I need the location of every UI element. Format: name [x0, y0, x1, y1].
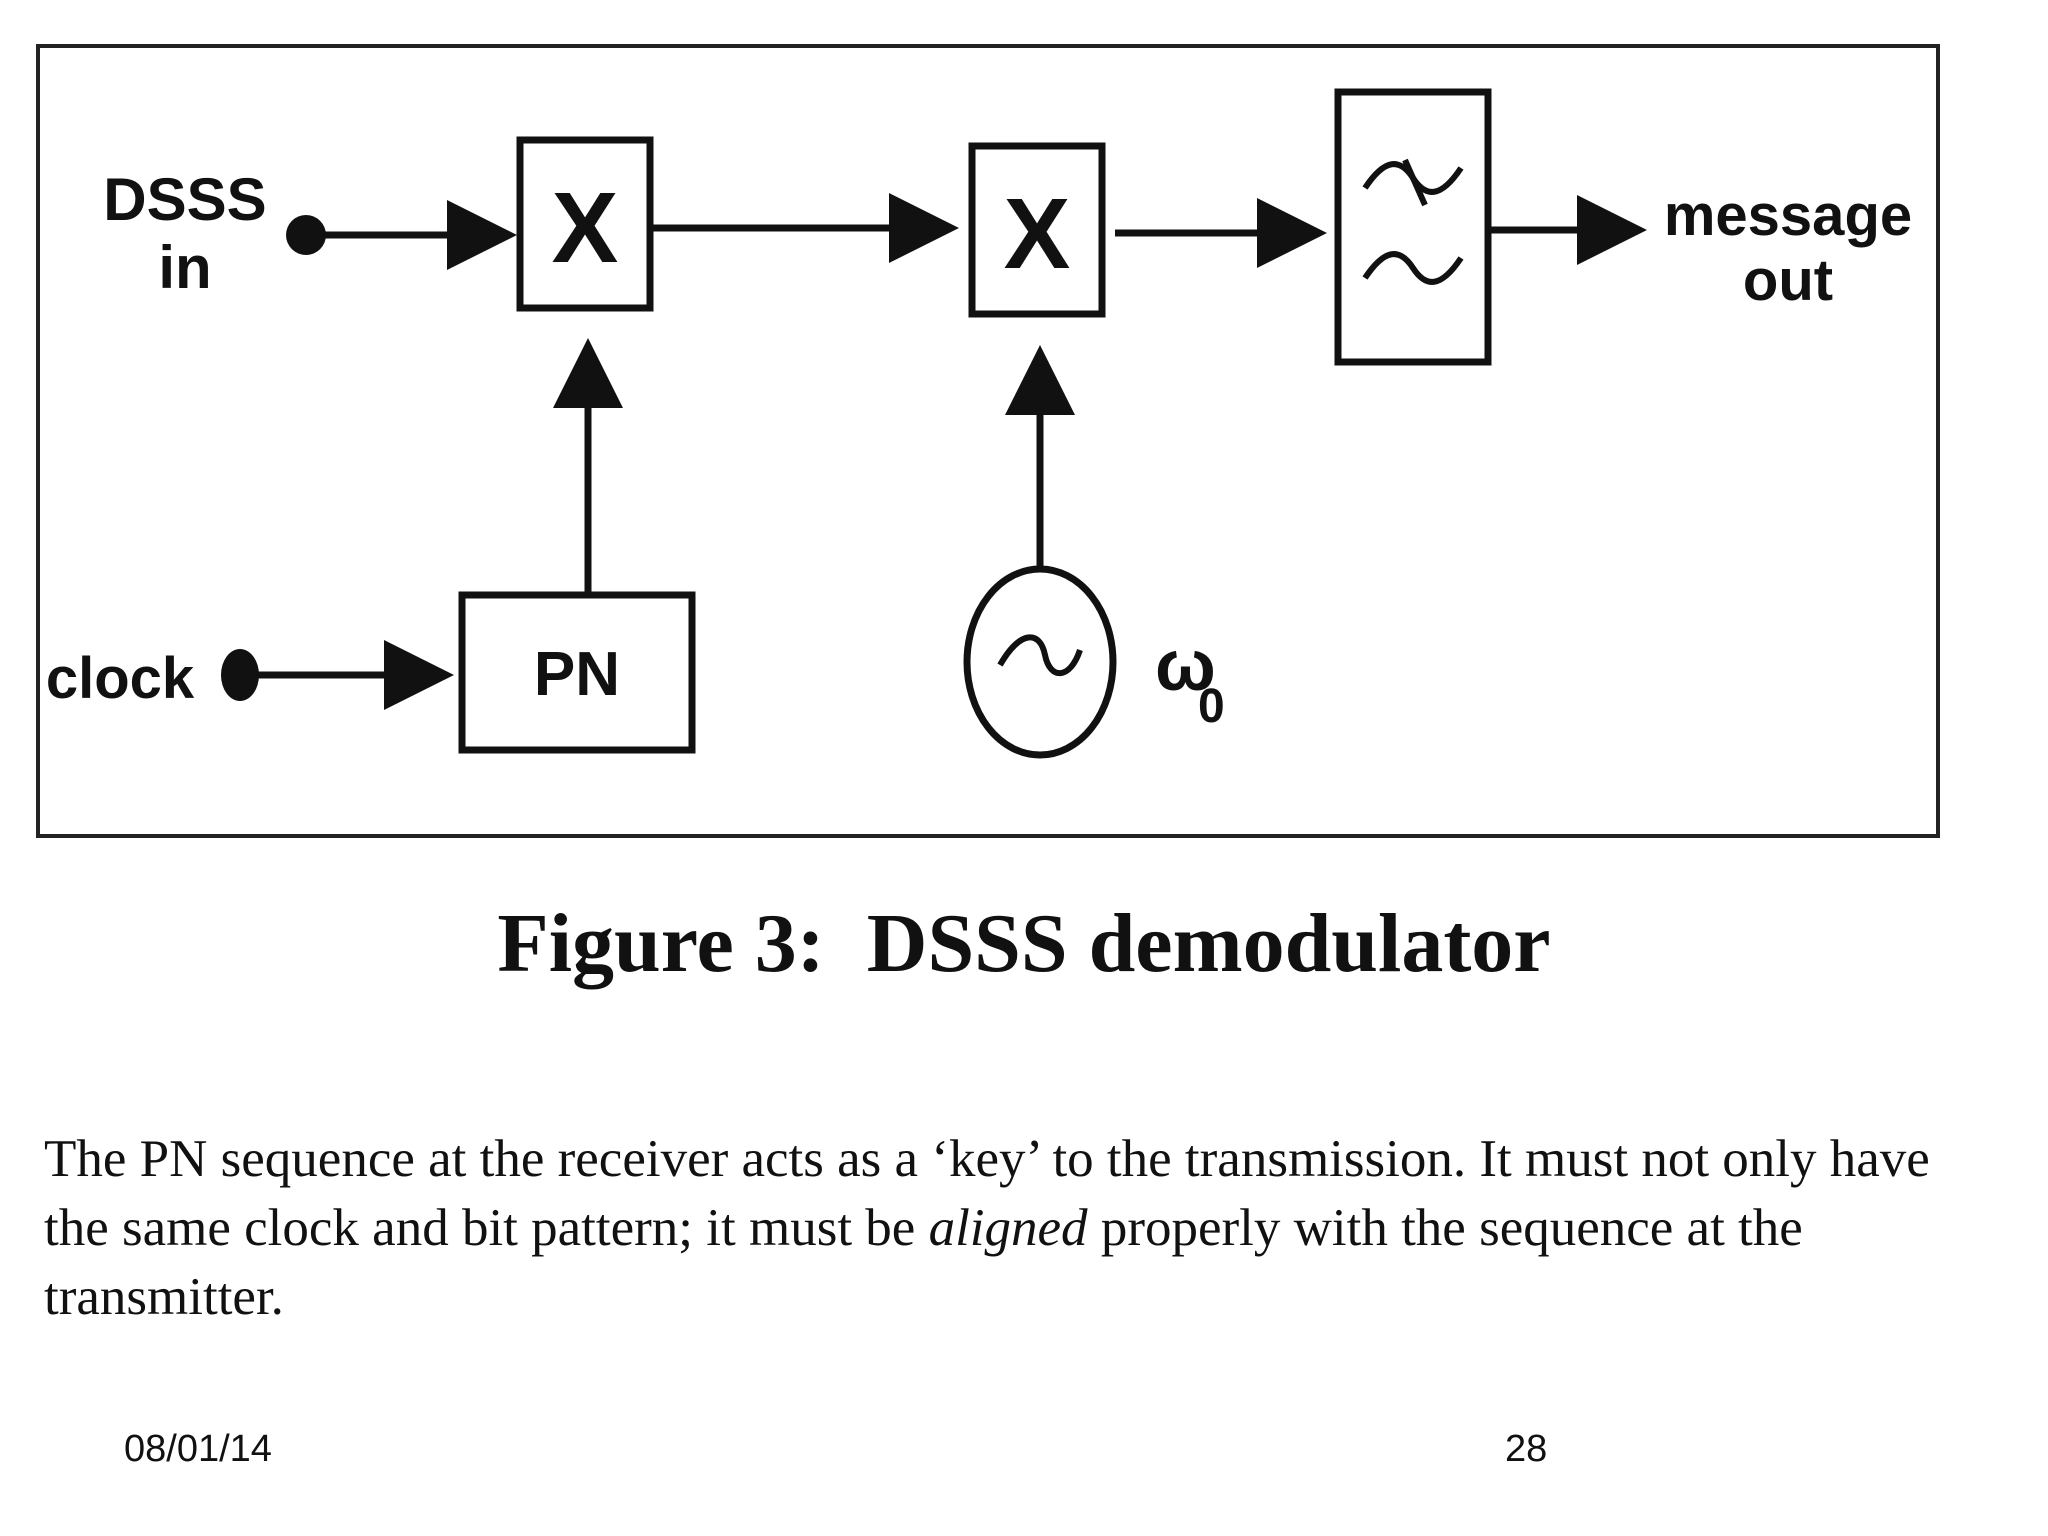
clock-terminal: [221, 649, 259, 701]
mixer-2: X: [968, 142, 1106, 318]
body-line-3: transmitter.: [44, 1268, 284, 1326]
multiply-icon: X: [1004, 178, 1071, 290]
mixer-2-box: [968, 142, 1106, 318]
omega-label: ω: [1155, 626, 1216, 706]
dsss-in-terminal: [286, 215, 326, 255]
pn-label: PN: [534, 640, 620, 709]
body-paragraph: The PN sequence at the receiver acts as …: [44, 1125, 2034, 1332]
message-out-label-line2: out: [1743, 248, 1833, 313]
omega-subscript: 0: [1198, 680, 1225, 733]
sine-wave-icon: [997, 634, 1083, 677]
clock-label: clock: [46, 646, 195, 711]
figure-caption: Figure 3: DSSS demodulator: [497, 897, 1551, 990]
footer-date: 08/01/14: [124, 1428, 272, 1470]
multiply-icon: X: [552, 172, 619, 284]
lowpass-filter-icon: [1362, 158, 1464, 285]
low-pass-filter: [1334, 88, 1492, 366]
filter-box: [1334, 88, 1492, 366]
local-oscillator: [963, 565, 1117, 759]
mixer-1-box: [516, 136, 654, 312]
dsss-in-label-line1: DSSS: [103, 166, 266, 233]
body-line-2: the same clock and bit pattern; it must …: [44, 1194, 2034, 1263]
dsss-in-label-line2: in: [158, 234, 211, 301]
pn-generator: PN: [458, 591, 696, 754]
message-out-label-line1: message: [1664, 183, 1912, 248]
oscillator-circle: [963, 565, 1117, 759]
mixer-1: X: [516, 136, 654, 312]
page-number: 28: [1505, 1428, 1548, 1470]
body-line-2-start: the same clock and bit pattern; it must …: [44, 1199, 929, 1257]
diagram-frame: [36, 44, 1940, 838]
pn-box: [458, 591, 696, 754]
dsss-demodulator-diagram: DSSS in X X message out: [36, 44, 1940, 838]
body-line-2-end: properly with the sequence at the: [1087, 1199, 1803, 1257]
body-line-1: The PN sequence at the receiver acts as …: [44, 1130, 1930, 1188]
body-line-2-emphasis: aligned: [928, 1199, 1088, 1257]
